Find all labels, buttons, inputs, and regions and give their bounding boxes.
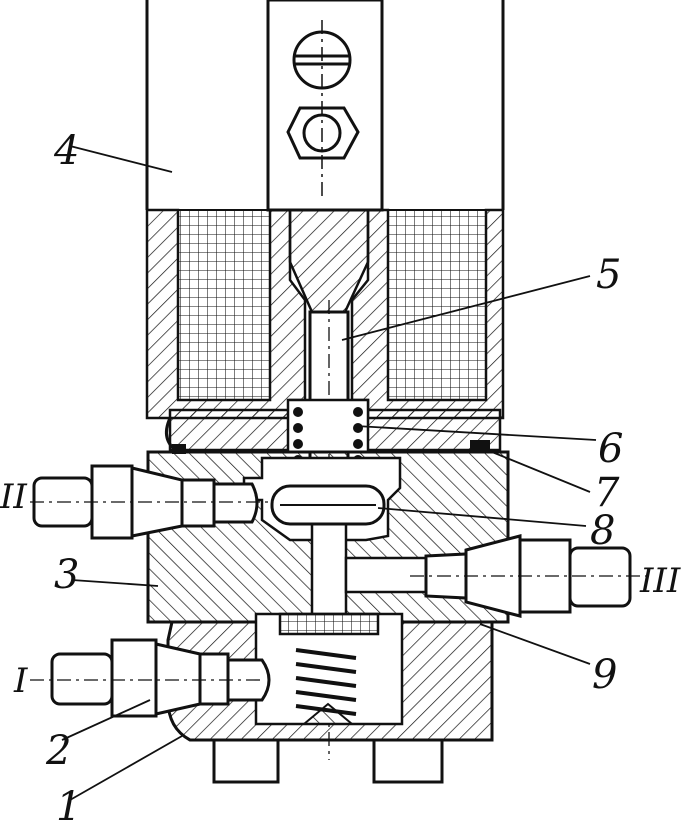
label-4: 4 [53,128,79,174]
gasket-seal [172,440,490,454]
label-7: 7 [594,470,620,516]
label-5: 5 [596,252,621,298]
label-port-III: III [639,561,681,601]
label-8: 8 [590,508,615,554]
coil-winding [177,209,487,401]
label-port-II: II [0,477,27,517]
label-port-I: I [13,661,28,701]
label-6: 6 [598,426,623,472]
port-axis-lines [30,501,648,681]
solenoid-housing [145,0,505,212]
label-1: 1 [56,784,81,826]
label-2: 2 [45,728,71,774]
label-3: 3 [54,552,79,598]
leader-lines [61,145,597,801]
label-9: 9 [592,652,617,698]
valve-body [146,450,510,624]
fitting-port-I [50,638,271,718]
